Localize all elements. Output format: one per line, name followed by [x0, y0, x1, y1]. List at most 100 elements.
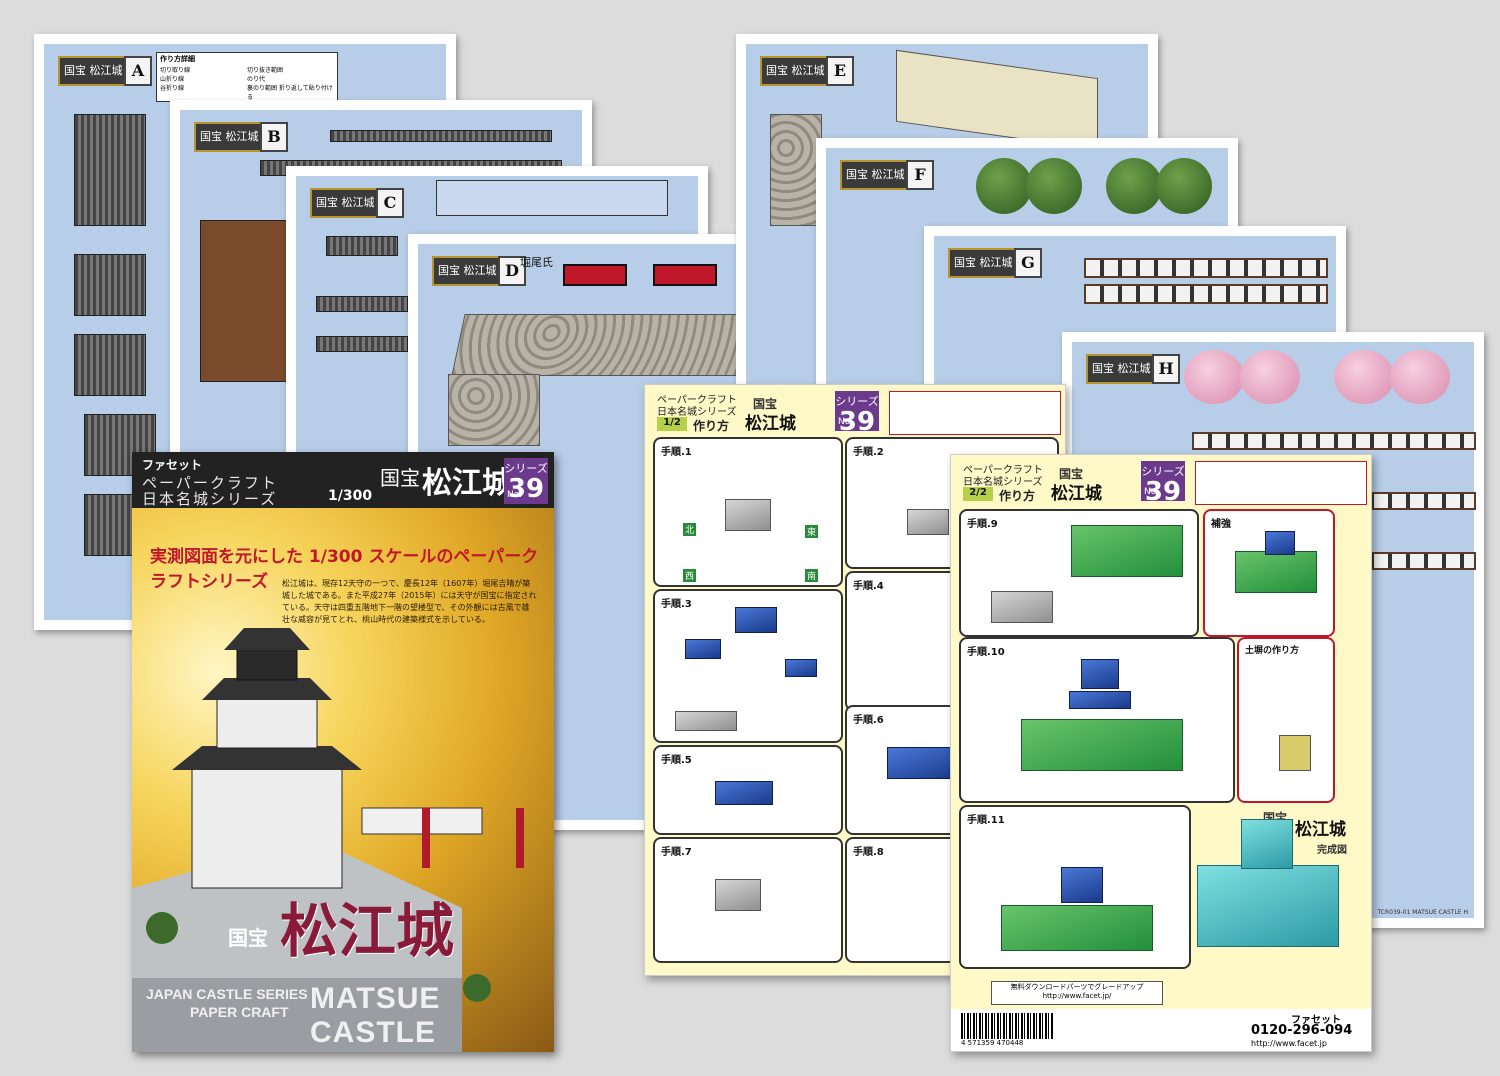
reinforce-title: 補強: [1211, 519, 1231, 530]
wall-strip: [1084, 284, 1328, 304]
step-model: [725, 499, 771, 531]
product-cover: ファセット ペーパークラフト 日本名城シリーズ 1/300 国宝 松江城 シリー…: [132, 452, 554, 1052]
cherry-tree-part: [1184, 350, 1244, 404]
company-url: http://www.facet.jp: [1251, 1039, 1327, 1048]
castle-wall: [236, 647, 298, 681]
step-model: [1021, 719, 1183, 771]
castle-illustration: [132, 628, 524, 1052]
step-model: [685, 639, 721, 659]
brand-logo: ファセット: [142, 458, 203, 472]
castle-wall: [191, 767, 343, 889]
title-national-treasure: 国宝: [228, 926, 268, 950]
completed-model: [1197, 865, 1339, 947]
sheet-d-letter: D: [498, 256, 526, 286]
step-title: 手順.11: [967, 815, 1005, 826]
step-model: [735, 607, 777, 633]
legend-item: 山折り線: [160, 76, 185, 83]
sheet-a-letter: A: [124, 56, 152, 86]
step-model: [785, 659, 817, 677]
legend-item: 谷折り線: [160, 85, 185, 92]
legend-box: 作り方詳細 切り取り線 切り抜き範囲 山折り線 のり代 谷折り線 裏のり範囲 折…: [156, 52, 338, 102]
banner: [653, 264, 717, 286]
series-label: シリーズ: [504, 462, 548, 475]
step-title: 手順.10: [967, 647, 1005, 658]
instr1-castle: 松江城: [745, 414, 796, 434]
series-no-label: No.: [838, 417, 853, 427]
barcode: [961, 1013, 1053, 1039]
instr2-page: 2/2: [963, 487, 993, 501]
stone-wall-part: [770, 114, 822, 226]
step-model: [991, 591, 1053, 623]
download-url: http://www.facet.jp/: [1042, 992, 1112, 1000]
complete-label: 完成図: [1317, 845, 1347, 856]
cherry-tree-part: [1240, 350, 1300, 404]
stone-wall-part: [448, 374, 540, 446]
step-model: [715, 781, 773, 805]
banner-pole: [422, 808, 430, 868]
reinforce-panel: 補強: [1203, 509, 1335, 637]
step-panel-7: 手順.7: [653, 837, 843, 963]
castle-wall: [216, 697, 318, 749]
parts-box: [436, 180, 668, 216]
instruction-sheet-2: ペーパークラフト 日本名城シリーズ 2/2 作り方 国宝 松江城 シリーズ 39…: [950, 454, 1372, 1052]
stone-base-lower: [132, 978, 462, 1052]
sheet-c-letter: C: [376, 188, 404, 218]
series-number: 39: [1144, 477, 1182, 507]
series-number: 39: [838, 407, 876, 437]
barcode-number: 4 571359 470448: [961, 1039, 1024, 1047]
direction-south: 南: [805, 569, 819, 582]
banner-pole: [516, 808, 524, 868]
instr1-series-line2: 日本名城シリーズ: [657, 407, 737, 418]
ground-part: [896, 49, 1098, 151]
legend-item: のり代: [247, 76, 266, 83]
step-panel-9: 手順.9: [959, 509, 1199, 637]
instr2-castle: 松江城: [1051, 484, 1102, 504]
step-model: [1071, 525, 1183, 577]
series-number: 39: [507, 474, 545, 504]
earthwork-piece: [1279, 735, 1311, 771]
scale-label: 1/300: [328, 488, 373, 504]
tree-part: [976, 158, 1032, 214]
sheet-g-letter: G: [1014, 248, 1042, 278]
roof-part: [74, 114, 146, 226]
en-craft: PAPER CRAFT: [190, 1004, 289, 1020]
wall-strip: [1084, 258, 1328, 278]
series-badge: シリーズ 39 No.: [504, 458, 548, 504]
sheet-h-footer: TCR039-01 MATSUE CASTLE H: [1377, 909, 1468, 916]
castle-name: 松江城: [422, 466, 512, 501]
download-note: 無料ダウンロードパーツでグレードアップ: [1010, 983, 1144, 991]
step-panel-10: 手順.10: [959, 637, 1235, 803]
instr1-howto: 作り方: [693, 419, 730, 433]
castle-roof: [202, 678, 332, 700]
complete-castle: 松江城: [1295, 820, 1346, 840]
tagline: 実測図面を元にした 1/300 スケールのペーパークラフトシリーズ: [150, 547, 539, 592]
step-model: [1081, 659, 1119, 689]
tree: [463, 974, 491, 1002]
tree-part: [1156, 158, 1212, 214]
en-title: MATSUE CASTLE: [310, 982, 441, 1049]
instr2-series-line2: 日本名城シリーズ: [963, 477, 1043, 488]
step-model: [1235, 551, 1317, 593]
step-panel-5: 手順.5: [653, 745, 843, 835]
step-title: 手順.3: [661, 599, 692, 610]
step-title: 手順.7: [661, 847, 692, 858]
series-no-label: No.: [507, 490, 522, 500]
legend-item: 切り抜き範囲: [247, 67, 284, 74]
roof-part: [326, 236, 398, 256]
step-title: 手順.8: [853, 847, 884, 858]
step-model: [1265, 531, 1295, 555]
en-series: JAPAN CASTLE SERIES: [146, 986, 308, 1002]
legend-title: 作り方詳細: [160, 55, 195, 63]
clan-label: 堀尾氏: [520, 256, 553, 269]
sheet-e-letter: E: [826, 56, 854, 86]
description: 松江城は、現存12天守の一つで、慶長12年（1607年）堀尾吉晴が築城した城であ…: [282, 579, 537, 624]
step-model: [675, 711, 737, 731]
step-model: [887, 747, 959, 779]
